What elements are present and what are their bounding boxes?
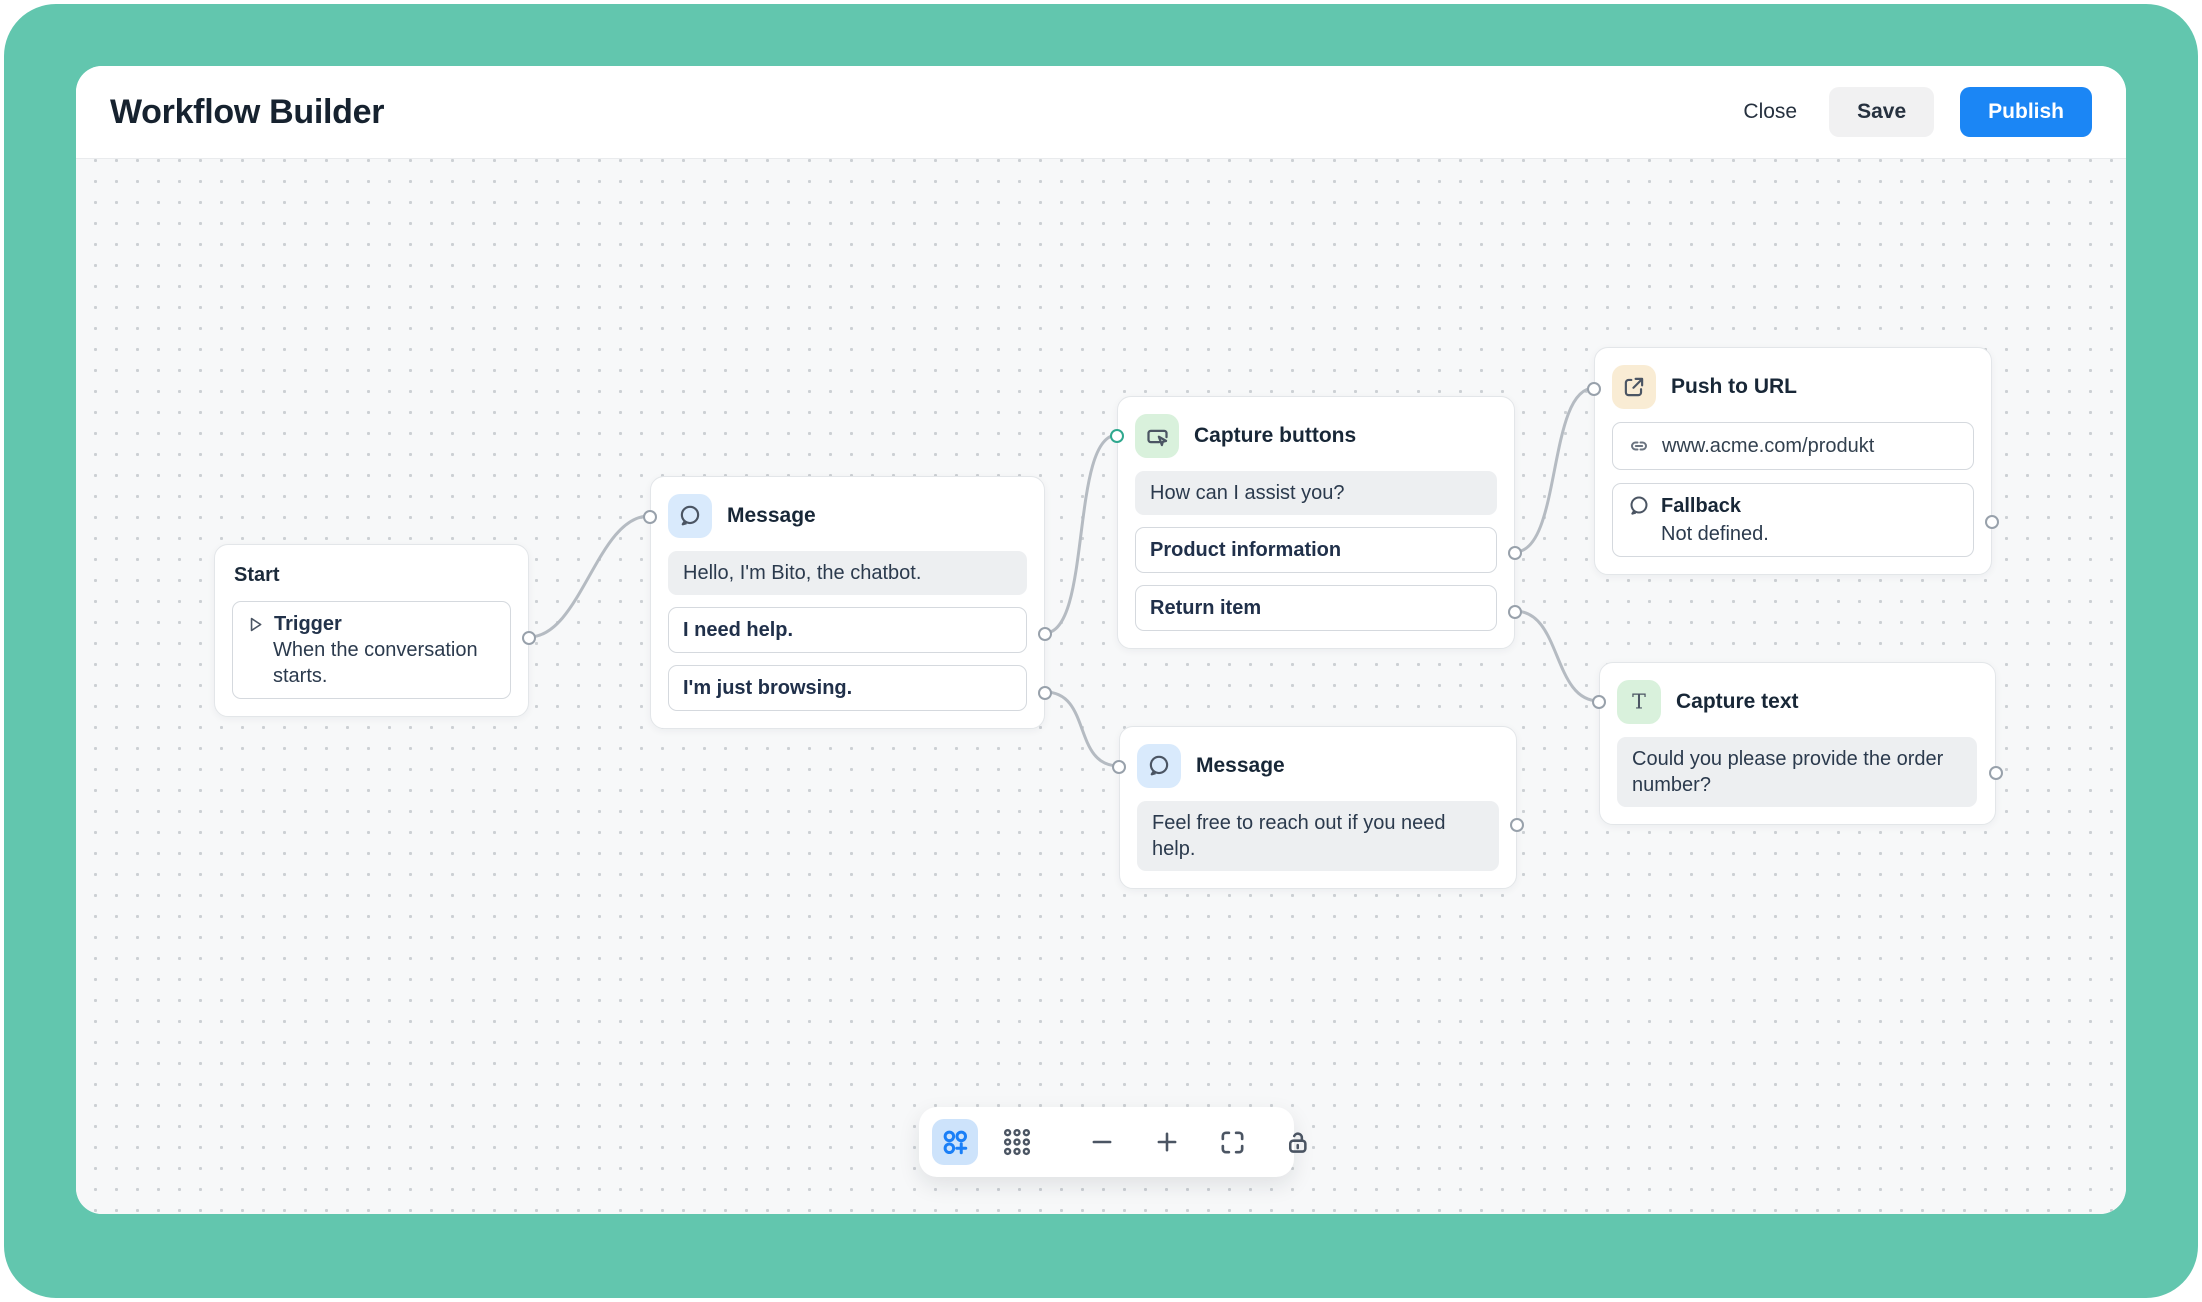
fallback-title: Fallback bbox=[1661, 495, 1742, 517]
node-title: Message bbox=[727, 504, 816, 527]
link-icon bbox=[1627, 434, 1651, 458]
teal-frame: Workflow Builder Close Save Publish Star… bbox=[4, 4, 2198, 1298]
connector-capture-buttons-to-capture-text[interactable] bbox=[1513, 609, 1601, 703]
canvas-toolbar bbox=[919, 1107, 1307, 1177]
port-capture-buttons-output-product[interactable] bbox=[1508, 546, 1522, 560]
fallback-description: Not defined. bbox=[1661, 523, 1769, 545]
capture-buttons-body: How can I assist you? bbox=[1135, 471, 1497, 515]
message-icon bbox=[668, 494, 712, 538]
capture-buttons-icon bbox=[1135, 414, 1179, 458]
header-actions: Close Save Publish bbox=[1737, 87, 2092, 137]
connector-message1-to-message2[interactable] bbox=[1043, 690, 1121, 768]
connector-layer bbox=[527, 386, 1601, 768]
connector-message1-to-capture-buttons[interactable] bbox=[1043, 433, 1119, 635]
message-icon bbox=[1137, 744, 1181, 788]
port-start-output[interactable] bbox=[522, 631, 536, 645]
zoom-out-button[interactable] bbox=[1086, 1119, 1118, 1165]
quick-reply-button[interactable]: I need help. bbox=[668, 607, 1027, 653]
fit-view-button[interactable] bbox=[1216, 1119, 1248, 1165]
play-icon bbox=[246, 615, 265, 634]
fallback-box[interactable]: Fallback Not defined. bbox=[1612, 483, 1974, 557]
workflow-canvas[interactable]: Start Trigger When the conversation star… bbox=[76, 159, 2126, 1214]
capture-text-body: Could you please provide the order numbe… bbox=[1617, 737, 1977, 807]
add-node-button[interactable] bbox=[932, 1119, 978, 1165]
lock-button[interactable] bbox=[1281, 1119, 1313, 1165]
node-start[interactable]: Start Trigger When the conversation star… bbox=[214, 544, 536, 717]
quick-reply-button[interactable]: I'm just browsing. bbox=[668, 665, 1027, 711]
port-capture-text-output[interactable] bbox=[1989, 766, 2003, 780]
message-body: Feel free to reach out if you need help. bbox=[1137, 801, 1499, 871]
trigger-title: Trigger bbox=[274, 613, 342, 635]
zoom-in-button[interactable] bbox=[1151, 1119, 1183, 1165]
node-title: Capture buttons bbox=[1194, 424, 1357, 447]
node-push-to-url[interactable]: Push to URL www.acme.com/produkt Fallbac… bbox=[1587, 347, 1999, 575]
node-message-2[interactable]: Message Feel free to reach out if you ne… bbox=[1112, 726, 1524, 889]
fallback-bubble-icon bbox=[1627, 494, 1651, 518]
port-capture-text-input[interactable] bbox=[1592, 695, 1606, 709]
port-message2-input[interactable] bbox=[1112, 760, 1126, 774]
node-title: Push to URL bbox=[1671, 375, 1797, 398]
capture-option-button[interactable]: Product information bbox=[1135, 527, 1497, 573]
publish-button[interactable]: Publish bbox=[1960, 87, 2092, 137]
node-title: Capture text bbox=[1676, 690, 1799, 713]
app-header: Workflow Builder Close Save Publish bbox=[76, 66, 2126, 159]
port-message1-input[interactable] bbox=[643, 510, 657, 524]
url-value: www.acme.com/produkt bbox=[1662, 435, 1875, 457]
port-capture-buttons-input[interactable] bbox=[1110, 429, 1124, 443]
port-capture-buttons-output-return[interactable] bbox=[1508, 605, 1522, 619]
page-title: Workflow Builder bbox=[110, 92, 385, 131]
port-message1-output-need-help[interactable] bbox=[1038, 627, 1052, 641]
port-push-to-url-output[interactable] bbox=[1985, 515, 1999, 529]
node-message-1[interactable]: Message Hello, I'm Bito, the chatbot. I … bbox=[643, 476, 1052, 729]
port-push-to-url-input[interactable] bbox=[1587, 382, 1601, 396]
svg-text:T: T bbox=[1632, 690, 1646, 714]
node-capture-text[interactable]: T Capture text Could you please provide … bbox=[1592, 662, 2003, 825]
capture-text-icon: T bbox=[1617, 680, 1661, 724]
url-field[interactable]: www.acme.com/produkt bbox=[1612, 422, 1974, 470]
grid-view-button[interactable] bbox=[994, 1119, 1040, 1165]
save-button[interactable]: Save bbox=[1829, 87, 1935, 137]
connector-start-to-message1[interactable] bbox=[527, 514, 651, 639]
node-title: Message bbox=[1196, 754, 1285, 777]
node-capture-buttons[interactable]: Capture buttons How can I assist you? Pr… bbox=[1110, 396, 1522, 649]
port-message1-output-browsing[interactable] bbox=[1038, 686, 1052, 700]
app-window: Workflow Builder Close Save Publish Star… bbox=[76, 66, 2126, 1214]
trigger-description: When the conversation starts. bbox=[273, 639, 478, 687]
connector-capture-buttons-to-push-to-url[interactable] bbox=[1513, 386, 1596, 554]
external-link-icon bbox=[1612, 365, 1656, 409]
port-message2-output[interactable] bbox=[1510, 818, 1524, 832]
trigger-box[interactable]: Trigger When the conversation starts. bbox=[232, 601, 511, 699]
node-start-title: Start bbox=[234, 564, 280, 586]
capture-option-button[interactable]: Return item bbox=[1135, 585, 1497, 631]
message-body: Hello, I'm Bito, the chatbot. bbox=[668, 551, 1027, 595]
close-button[interactable]: Close bbox=[1737, 88, 1803, 136]
